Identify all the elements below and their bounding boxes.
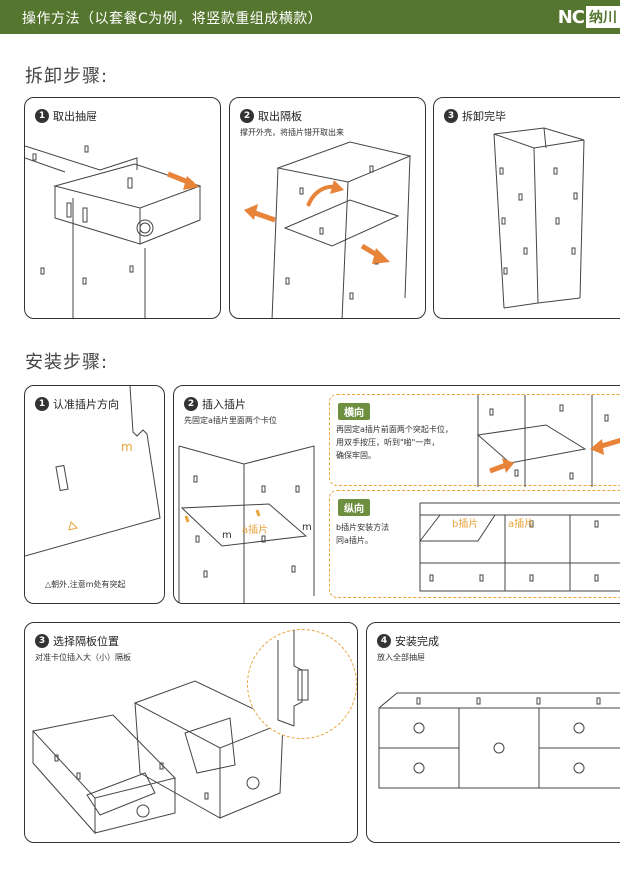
arrow-icon xyxy=(167,171,199,190)
step-header: 2 取出隔板 xyxy=(240,108,302,124)
slot-detail-illustration xyxy=(277,630,309,727)
step-number: 1 xyxy=(35,109,49,123)
insert-a-piece-illustration xyxy=(178,445,315,603)
step-subtitle: 对准卡位插入大（小）隔板 xyxy=(35,653,131,662)
disassembled-box-illustration xyxy=(493,127,585,309)
horizontal-install-illustration xyxy=(476,395,620,487)
step-header: 1 认准插片方向 xyxy=(35,396,119,412)
mark-m-label: m xyxy=(222,530,232,541)
brand-logo: NC 纳川 xyxy=(558,5,620,29)
assemble-step-2-panel: 2 插入插片 先固定a插片里面两个卡位 a插片 m m 横向 再固定a插片前面两… xyxy=(173,385,620,604)
step-number: 3 xyxy=(35,634,49,648)
step-number: 4 xyxy=(377,634,391,648)
a-piece-label: a插片 xyxy=(242,525,269,536)
disassemble-step-3-panel: 3 拆卸完毕 xyxy=(433,97,620,319)
mark-m-label: m xyxy=(302,522,312,533)
disassemble-step-1-panel: 1 取出抽屉 xyxy=(24,97,221,319)
vertical-install-box: 纵向 b插片安装方法 同a插片。 b插片 a插片 xyxy=(329,490,620,598)
mark-m-label: m xyxy=(121,440,133,454)
a-piece-label: a插片 xyxy=(508,519,535,530)
divider-position-illustration xyxy=(32,680,285,835)
step-header: 4 安装完成 xyxy=(377,633,439,649)
step-label: 选择隔板位置 xyxy=(53,635,119,648)
horizontal-install-box: 横向 再固定a插片前面两个突起卡位， 用双手按压，听到"啪"一声， 确保牢固。 xyxy=(329,394,620,487)
assemble-step-1-panel: 1 认准插片方向 m △朝外,注意m处有突起 xyxy=(24,385,165,604)
vertical-tag: 纵向 xyxy=(338,499,370,516)
section-title-disassemble: 拆卸步骤: xyxy=(25,66,109,87)
page-header: 操作方法（以套餐C为例，将竖款重组成横款） NC 纳川 xyxy=(0,0,620,34)
assemble-step-4-panel: 4 安装完成 放入全部抽屉 xyxy=(366,622,620,843)
step-label: 取出抽屉 xyxy=(53,110,97,123)
step-label: 拆卸完毕 xyxy=(462,110,506,123)
detail-zoom-circle xyxy=(247,629,357,739)
step-number: 2 xyxy=(240,109,254,123)
step-number: 1 xyxy=(35,397,49,411)
horizontal-tag: 横向 xyxy=(338,403,370,420)
drawer-removal-illustration xyxy=(25,145,202,318)
step-label: 插入插片 xyxy=(202,398,246,411)
step-subtitle: 撑开外壳，将插片错开取出来 xyxy=(240,128,344,137)
step-header: 3 拆卸完毕 xyxy=(444,108,506,124)
section-title-assemble: 安装步骤: xyxy=(25,352,109,373)
step-header: 1 取出抽屉 xyxy=(35,108,97,124)
step-label: 取出隔板 xyxy=(258,110,302,123)
step-number: 3 xyxy=(444,109,458,123)
insert-piece-illustration xyxy=(25,386,161,557)
completed-cabinet-illustration xyxy=(378,692,620,789)
page-title: 操作方法（以套餐C为例，将竖款重组成横款） xyxy=(22,11,323,27)
vertical-install-illustration xyxy=(419,502,620,592)
assemble-step-3-panel: 3 选择隔板位置 对准卡位插入大（小）隔板 xyxy=(24,622,358,843)
step-subtitle: 放入全部抽屉 xyxy=(377,653,425,662)
logo-mark: NC xyxy=(557,6,585,28)
step-label: 认准插片方向 xyxy=(53,398,119,411)
logo-text: 纳川 xyxy=(586,6,620,28)
disassemble-step-2-panel: 2 取出隔板 撑开外壳，将插片错开取出来 xyxy=(229,97,426,319)
b-piece-label: b插片 xyxy=(452,519,479,530)
step-note: △朝外,注意m处有突起 xyxy=(45,580,126,589)
vertical-description: b插片安装方法 同a插片。 xyxy=(336,523,390,545)
step-number: 2 xyxy=(184,397,198,411)
step-header: 3 选择隔板位置 xyxy=(35,633,119,649)
step-subtitle: 先固定a插片里面两个卡位 xyxy=(184,416,277,425)
horizontal-description: 再固定a插片前面两个突起卡位， 用双手按压，听到"啪"一声， 确保牢固。 xyxy=(336,425,453,460)
step-label: 安装完成 xyxy=(395,635,439,648)
step-header: 2 插入插片 xyxy=(184,396,246,412)
arrow-icon xyxy=(244,180,390,264)
